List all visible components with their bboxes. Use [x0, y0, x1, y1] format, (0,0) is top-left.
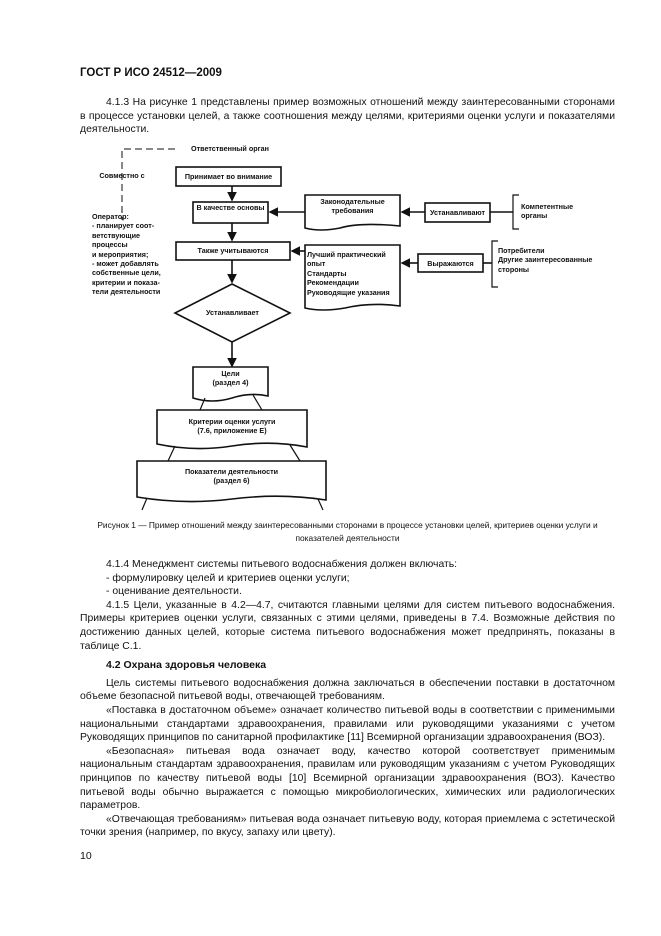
- list-item: - формулировку целей и критериев оценки …: [106, 572, 350, 584]
- text-expressed: Выражаются: [427, 259, 474, 268]
- intro-paragraph: 4.1.3 На рисунке 1 представлены пример в…: [80, 96, 615, 137]
- box-criteria: [156, 409, 308, 450]
- label-jointly: Совместно с: [99, 171, 145, 180]
- document-header: ГОСТ Р ИСО 24512—2009: [80, 67, 222, 79]
- doc-best-practice: [304, 244, 401, 311]
- section-heading-4-2: 4.2 Охрана здоровья человека: [106, 659, 267, 672]
- paragraph: «Безопасная» питьевая вода означает воду…: [80, 745, 615, 812]
- dashed-connector: [121, 148, 175, 220]
- text-also-considered: Также учитываются: [197, 246, 269, 255]
- box-goals: [192, 366, 269, 402]
- paragraph: «Поставка в достаточном объеме» означает…: [80, 704, 615, 744]
- label-operator: Оператор: - планирует соот- ветствующие …: [92, 212, 161, 297]
- paragraph-4-1-3: 4.1.3 На рисунке 1 представлены пример в…: [80, 97, 615, 136]
- bracket-consumers: [491, 240, 498, 288]
- text-best-practice: Лучший практический опыт Стандарты Реком…: [307, 250, 390, 297]
- list-item: - оценивание деятельности.: [106, 586, 242, 598]
- body-text: 4.1.4 Менеджмент системы питьевого водос…: [80, 558, 615, 840]
- text-goals: Цели (раздел 4): [212, 369, 249, 387]
- bracket-competent: [512, 194, 519, 230]
- doc-legal: [304, 194, 401, 231]
- box-indicators: [136, 460, 327, 503]
- box-takes-into-account: [175, 166, 282, 187]
- text-legal: Законодательные требования: [320, 197, 385, 215]
- page-number: 10: [80, 850, 92, 862]
- text-takes-into-account: Принимает во внимание: [184, 172, 273, 181]
- label-responsible: Ответственный орган: [191, 144, 269, 153]
- text-consumers: Потребители Другие заинтересованные стор…: [498, 246, 593, 274]
- text-establish2: Устанавливают: [430, 208, 485, 217]
- text-criteria: Критерии оценки услуги (7.6, приложение …: [188, 417, 276, 435]
- text-competent: Компетентные органы: [521, 202, 574, 221]
- text-establishes: Устанавливает: [206, 308, 259, 317]
- text-as-basis: В качестве основы: [196, 203, 265, 212]
- paragraph: «Отвечающая требованиям» питьевая вода о…: [80, 813, 615, 839]
- box-also-considered: [175, 241, 291, 261]
- text-indicators: Показатели деятельности (раздел 6): [184, 467, 279, 485]
- paragraph: Цель системы питьевого водоснабжения дол…: [80, 677, 615, 703]
- paragraph-4-1-4: 4.1.4 Менеджмент системы питьевого водос…: [106, 559, 458, 570]
- box-as-basis: [192, 201, 269, 224]
- paragraph-4-1-5: 4.1.5 Цели, указанные в 4.2—4.7, считают…: [80, 599, 615, 652]
- figure-caption: Рисунок 1 — Пример отношений между заинт…: [97, 520, 598, 543]
